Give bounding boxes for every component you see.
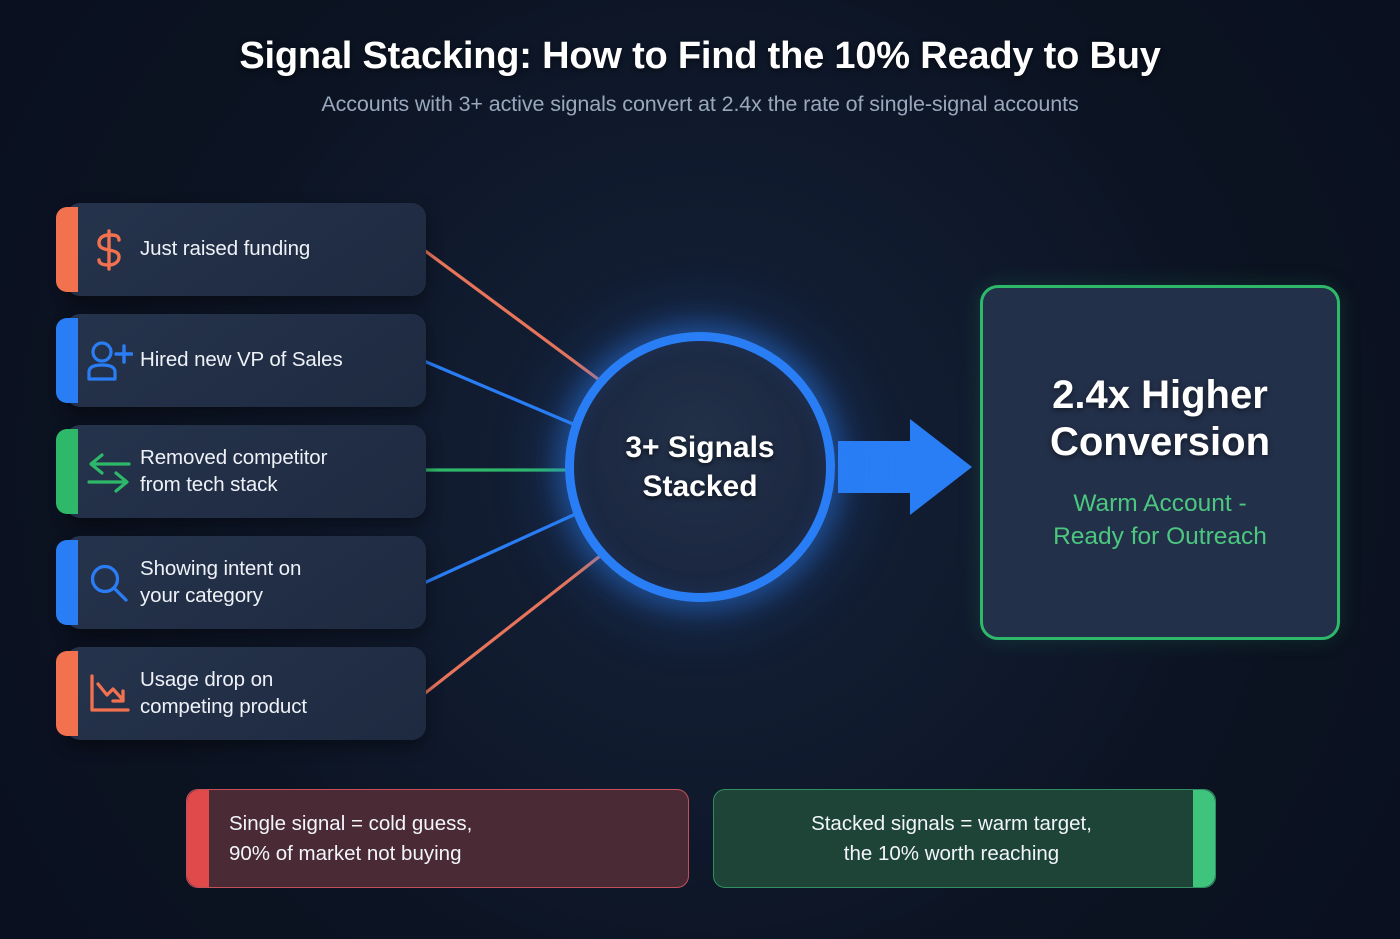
banner-warm: Stacked signals = warm target, the 10% w… xyxy=(713,789,1216,888)
outcome-sub-line-1: Warm Account - xyxy=(1073,490,1247,518)
banner-cold: Single signal = cold guess, 90% of marke… xyxy=(186,789,689,888)
signal-card-usage-drop[interactable]: Usage drop on competing product xyxy=(56,647,426,740)
signal-card-funding[interactable]: Just raised funding xyxy=(56,203,426,296)
signal-label: Just raised funding xyxy=(140,237,311,261)
hub-line-1: 3+ Signals xyxy=(625,431,775,464)
banner-cold-line-1: Single signal = cold guess, xyxy=(229,812,473,836)
signal-accent-bar xyxy=(56,540,78,625)
outcome-headline-line-1: 2.4x Higher xyxy=(1052,372,1268,417)
connector-line-2 xyxy=(423,359,581,429)
signal-label: Showing intent on your category xyxy=(140,557,302,607)
right-arrow-icon xyxy=(838,419,972,515)
outcome-headline-line-2: Conversion xyxy=(1049,419,1271,464)
person-plus-icon xyxy=(78,339,140,383)
signal-accent-bar xyxy=(56,207,78,292)
page-title: Signal Stacking: How to Find the 10% Rea… xyxy=(239,35,1161,77)
banner-warm-text: Stacked signals = warm target, the 10% w… xyxy=(811,809,1092,867)
banner-cold-line-2: 90% of market not buying xyxy=(229,841,462,865)
banner-cold-text: Single signal = cold guess, 90% of marke… xyxy=(229,809,472,867)
page-subtitle: Accounts with 3+ active signals convert … xyxy=(321,92,1079,116)
search-icon xyxy=(78,561,140,605)
connector-line-4 xyxy=(423,510,581,585)
banner-cold-accent xyxy=(187,790,209,887)
signal-accent-bar xyxy=(56,318,78,403)
outcome-headline: 2.4x Higher Conversion xyxy=(1050,372,1270,466)
hub-line-2: Stacked xyxy=(642,470,758,503)
outcome-sub-line-2: Ready for Outreach xyxy=(1053,522,1267,550)
banner-warm-accent xyxy=(1193,790,1215,887)
connector-line-1 xyxy=(423,248,603,384)
signal-card-vp-sales[interactable]: Hired new VP of Sales xyxy=(56,314,426,407)
header: Signal Stacking: How to Find the 10% Rea… xyxy=(0,0,1400,117)
outcome-panel: 2.4x Higher Conversion Warm Account - Re… xyxy=(980,285,1340,640)
signal-accent-bar xyxy=(56,429,78,514)
dollar-icon xyxy=(78,227,140,273)
outcome-subtext: Warm Account - Ready for Outreach xyxy=(1053,488,1267,553)
signal-card-intent[interactable]: Showing intent on your category xyxy=(56,536,426,629)
banner-warm-line-1: Stacked signals = warm target, xyxy=(811,812,1092,836)
signal-accent-bar xyxy=(56,651,78,736)
signal-label: Hired new VP of Sales xyxy=(140,348,343,372)
chart-down-icon xyxy=(78,672,140,716)
connector-line-5 xyxy=(423,554,601,696)
swap-arrows-icon xyxy=(78,451,140,493)
hub-circle: 3+ Signals Stacked xyxy=(565,332,835,602)
banner-warm-line-2: the 10% worth reaching xyxy=(843,841,1060,865)
signal-label: Usage drop on competing product xyxy=(140,668,307,718)
signal-card-removed-competitor[interactable]: Removed competitor from tech stack xyxy=(56,425,426,518)
signal-label: Removed competitor from tech stack xyxy=(140,446,328,496)
